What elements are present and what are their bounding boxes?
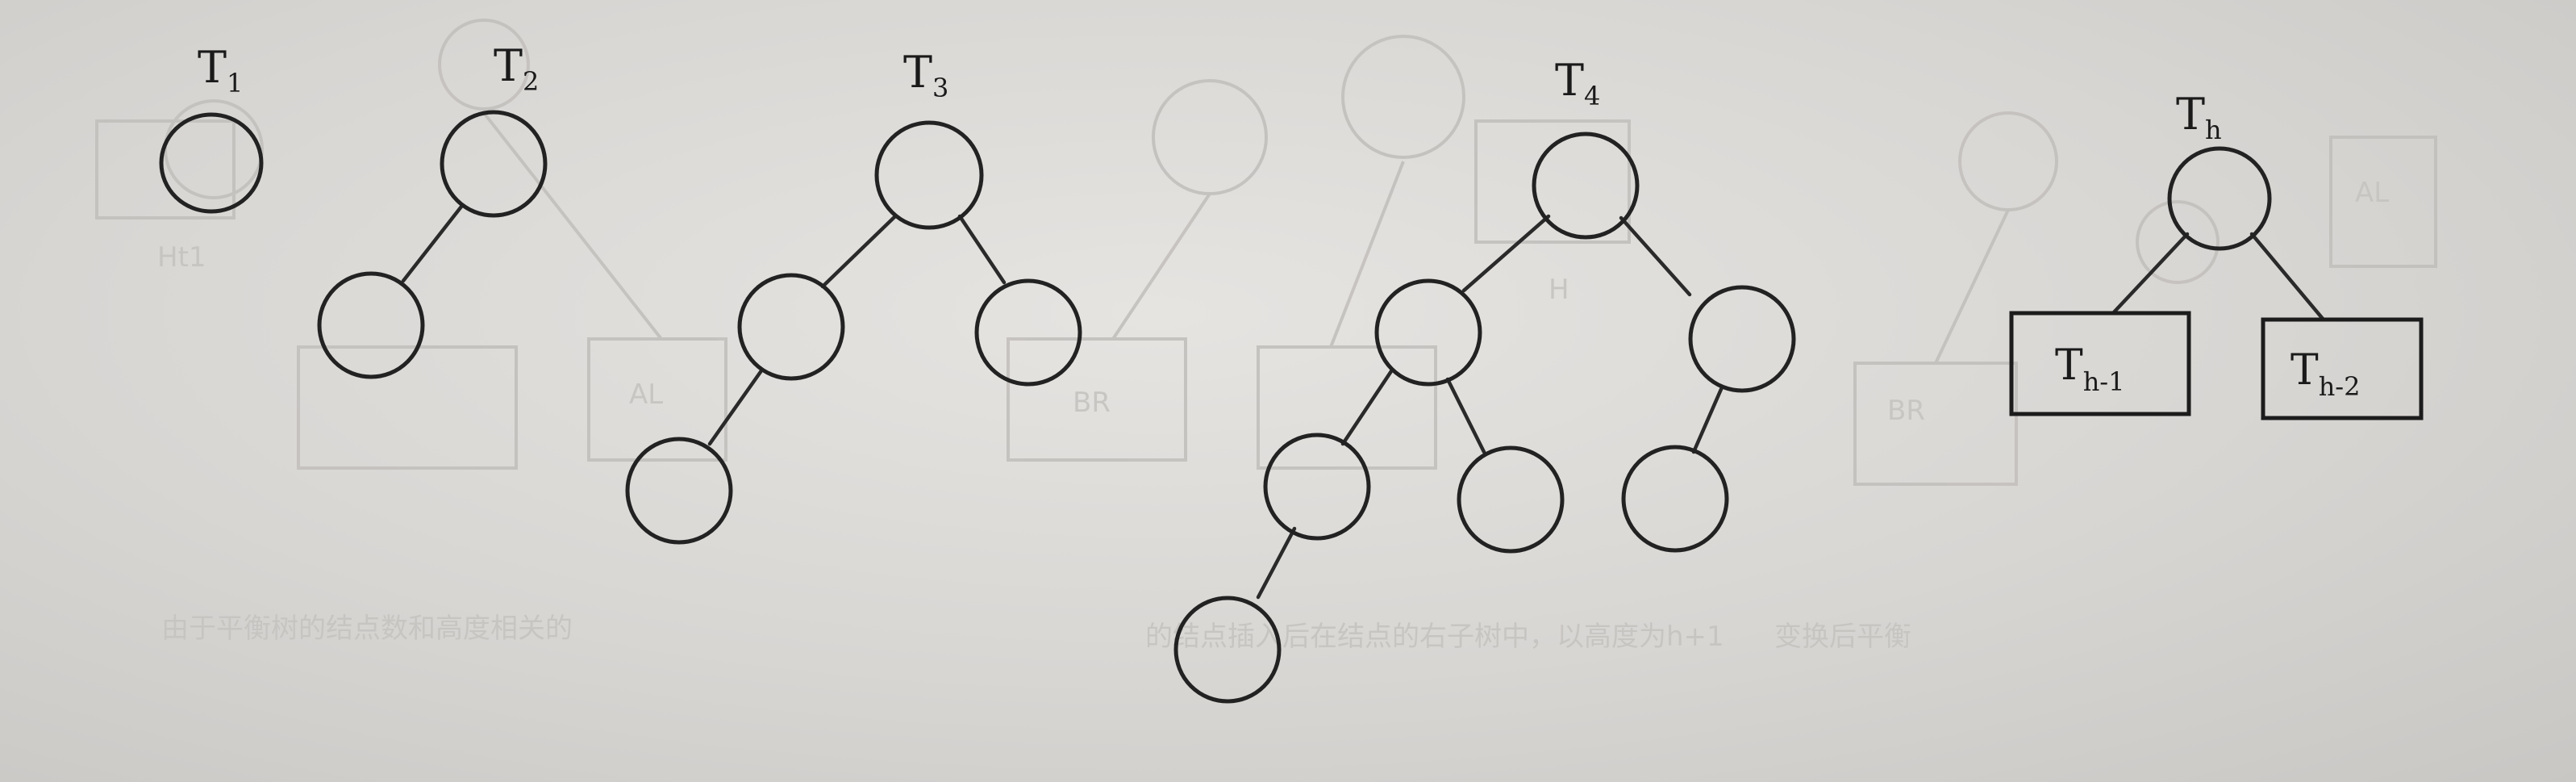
tree-th: Th Th-1 Th-2	[2009, 89, 2424, 420]
tree-node	[1621, 445, 1729, 553]
bleed-through-layer: Ht1 H BR AL BR AL 的结点插入后在结点的右子树中，以高度为h+1…	[95, 19, 2437, 653]
tree-edge	[1461, 214, 1551, 293]
tree-edge	[820, 214, 898, 289]
subtree-box-h-2	[2261, 317, 2424, 420]
tree-t3-label: T3	[903, 47, 948, 103]
tree-edge	[1619, 215, 1692, 297]
svg-text:变换后平衡: 变换后平衡	[1774, 621, 1911, 653]
tree-t1-label: T1	[198, 42, 243, 98]
tree-t2: T2	[317, 40, 548, 379]
tree-node	[1688, 285, 1796, 393]
tree-edge	[957, 214, 1007, 285]
tree-edge	[1340, 369, 1394, 446]
tree-node	[317, 271, 425, 379]
tree-edge	[1256, 526, 1297, 600]
tree-t3: T3	[625, 47, 1082, 545]
svg-text:BR: BR	[1073, 387, 1111, 419]
svg-text:由于平衡树的结点数和高度相关的: 由于平衡树的结点数和高度相关的	[161, 613, 573, 645]
tree-node	[1173, 596, 1282, 704]
tree-node	[1532, 132, 1640, 240]
tree-t4: T4	[1173, 55, 1796, 704]
tree-node	[1263, 433, 1371, 541]
tree-edge	[401, 204, 464, 283]
tree-node	[1374, 278, 1482, 387]
svg-text:H: H	[1549, 274, 1569, 306]
subtree-box-h-2-label: Th-2	[2290, 346, 2360, 402]
tree-node	[440, 110, 548, 218]
tree-edge	[1691, 385, 1724, 454]
tree-node	[737, 273, 845, 381]
tree-node	[874, 120, 984, 230]
tree-edge	[707, 367, 765, 446]
subtree-box-h-1	[2009, 311, 2191, 416]
svg-text:AL: AL	[629, 378, 663, 411]
tree-edge	[2249, 232, 2325, 321]
tree-t2-label: T2	[494, 40, 539, 97]
subtree-box-h-1-label: Th-1	[2055, 341, 2124, 397]
tree-node	[2167, 146, 2272, 251]
tree-node	[974, 278, 1082, 387]
tree-node	[1457, 445, 1565, 554]
tree-edge	[1445, 377, 1486, 454]
tree-t4-label: T4	[1555, 55, 1600, 111]
svg-text:BR: BR	[1887, 395, 1925, 427]
svg-text:Ht1: Ht1	[157, 241, 206, 274]
tree-th-label: Th	[2176, 89, 2222, 145]
tree-node	[159, 112, 264, 214]
tree-edge	[2111, 232, 2190, 316]
svg-text:的结点插入后在结点的右子树中，以高度为h+1: 的结点插入后在结点的右子树中，以高度为h+1	[1145, 621, 1724, 653]
tree-t1: T1	[159, 42, 264, 214]
tree-node	[625, 437, 733, 545]
svg-text:AL: AL	[2355, 177, 2389, 209]
